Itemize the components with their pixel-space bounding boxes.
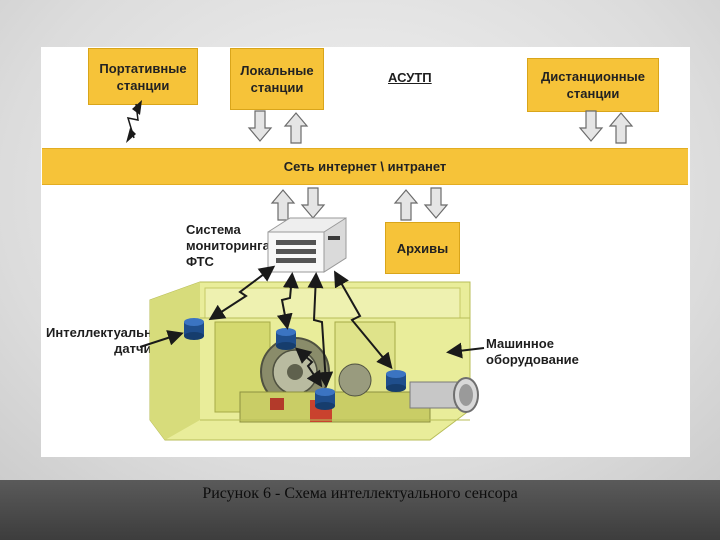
label-apcs: АСУТП (388, 70, 432, 85)
arrow-sensors-label (139, 330, 184, 348)
link-sensor-4 (334, 270, 393, 370)
sensor-wireless-links (208, 265, 393, 388)
arrow-up-archives (393, 189, 419, 221)
network-bar-label: Сеть интернет \ интранет (283, 159, 447, 174)
sensor-3 (315, 388, 335, 410)
arrow-up-local (283, 112, 309, 144)
link-sensor-2 (276, 272, 299, 330)
arrow-down-local (247, 110, 273, 142)
link-sensor-1 (208, 265, 276, 321)
arrow-down-remote (578, 110, 604, 142)
arrow-down-archives (423, 187, 449, 219)
figure-caption: Рисунок 6 - Схема интеллектуального сенс… (202, 485, 518, 502)
monitoring-device (267, 217, 347, 273)
label-monitoring-system: Система мониторинга ФТС (186, 222, 270, 269)
arrow-down-monitoring (300, 187, 326, 219)
node-portable-stations: Портативные станции (88, 48, 198, 105)
footer-band (0, 480, 720, 540)
arrow-up-monitoring (270, 189, 296, 221)
node-archives: Архивы (385, 222, 460, 274)
label-machinery: Машинное оборудование (486, 336, 579, 367)
arrow-machinery-label (446, 342, 485, 359)
sensor-4 (386, 370, 406, 392)
link-sensor-3 (307, 272, 334, 388)
link-sensor-2-3 (294, 347, 323, 388)
arrow-up-remote (608, 112, 634, 144)
node-local-stations: Локальные станции (230, 48, 324, 110)
node-remote-stations: Дистанционные станции (527, 58, 659, 112)
sensor-2 (276, 328, 296, 350)
network-bar: Сеть интернет \ интранет (42, 148, 688, 185)
wireless-link-portable (126, 100, 142, 143)
sensor-1 (184, 318, 204, 340)
